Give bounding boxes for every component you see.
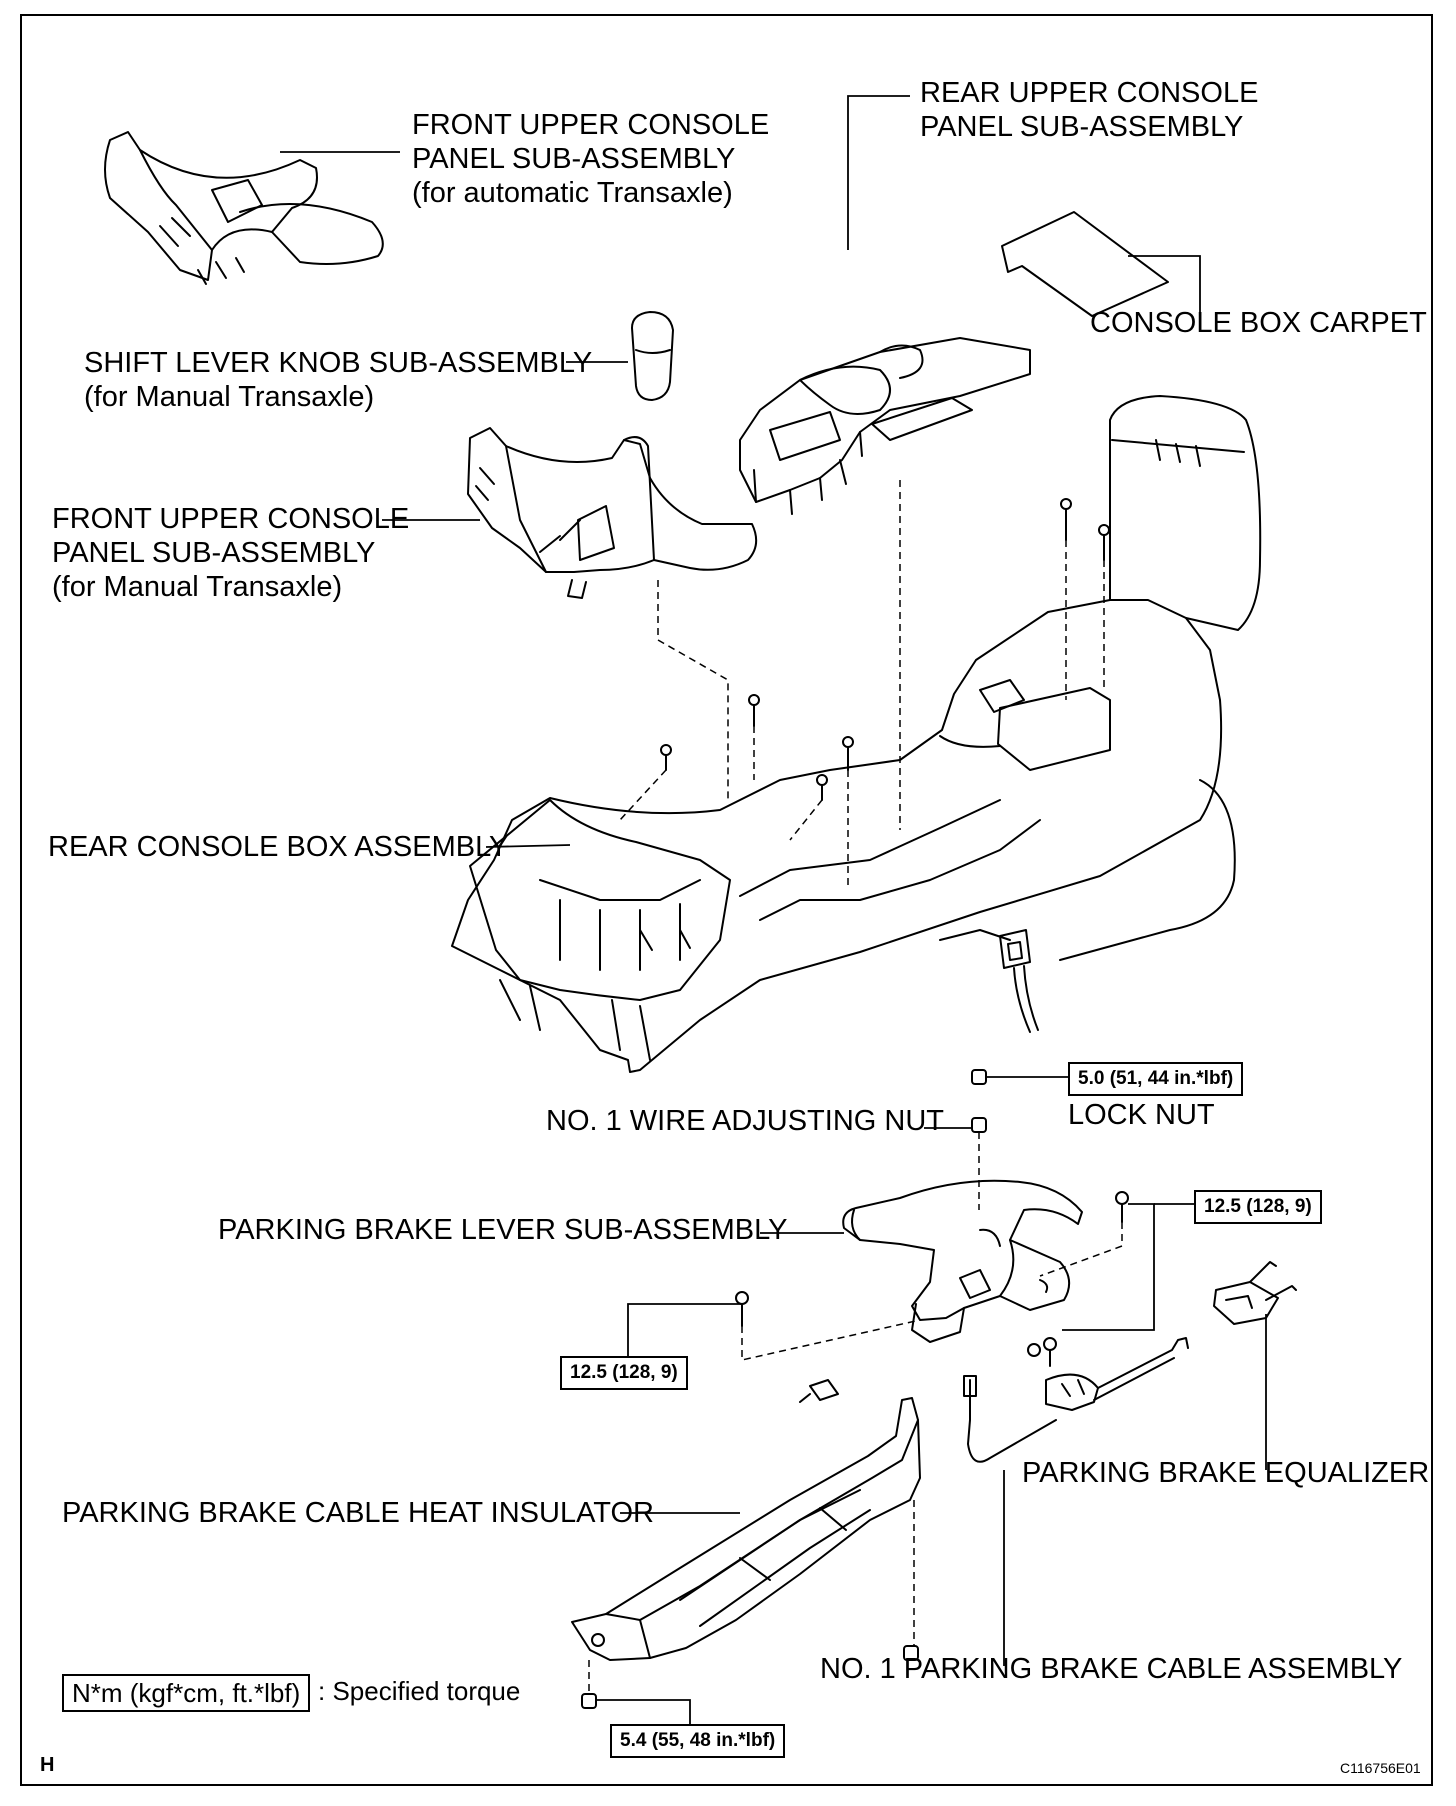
label-line: REAR UPPER CONSOLE — [920, 77, 1259, 109]
label-line: FRONT UPPER CONSOLE — [52, 503, 410, 535]
label-line: (for automatic Transaxle) — [412, 177, 733, 209]
rear-console-box-part — [451, 395, 1262, 1073]
label-line: PANEL SUB-ASSEMBLY — [412, 143, 736, 175]
label-rear-console-box: REAR CONSOLE BOX ASSEMBLY — [48, 831, 509, 863]
label-rear-upper-console: REAR UPPER CONSOLE PANEL SUB-ASSEMBLY — [920, 76, 1258, 144]
legend-description: : Specified torque — [318, 1676, 521, 1706]
label-parking-brake-lever: PARKING BRAKE LEVER SUB-ASSEMBLY — [218, 1214, 788, 1246]
label-wire-adjusting-nut: NO. 1 WIRE ADJUSTING NUT — [546, 1105, 944, 1137]
heat-insulator-part — [571, 1397, 921, 1661]
connector-part — [999, 929, 1039, 1033]
torque-lever-left: 12.5 (128, 9) — [560, 1356, 688, 1390]
label-line: PANEL SUB-ASSEMBLY — [52, 537, 376, 569]
small-clip-part — [799, 1379, 839, 1403]
corner-letter: H — [40, 1754, 55, 1776]
label-parking-brake-equalizer: PARKING BRAKE EQUALIZER — [1022, 1457, 1430, 1489]
label-front-upper-manual: FRONT UPPER CONSOLE PANEL SUB-ASSEMBLY (… — [52, 502, 409, 604]
label-shift-lever-knob: SHIFT LEVER KNOB SUB-ASSEMBLY (for Manua… — [84, 346, 592, 414]
label-line: (for Manual Transaxle) — [84, 381, 375, 413]
console-box-carpet-part — [1001, 211, 1169, 317]
lever-bolts — [581, 1191, 1129, 1709]
label-front-upper-auto: FRONT UPPER CONSOLE PANEL SUB-ASSEMBLY (… — [412, 108, 769, 210]
label-lock-nut: LOCK NUT — [1068, 1099, 1215, 1131]
front-upper-console-auto-part — [104, 131, 384, 285]
label-line: SHIFT LEVER KNOB SUB-ASSEMBLY — [84, 347, 593, 379]
figure-frame — [20, 14, 1433, 1786]
parking-brake-cable-part — [963, 1375, 1057, 1463]
equalizer-clip-part — [1213, 1261, 1297, 1325]
torque-lever-right: 12.5 (128, 9) — [1194, 1190, 1322, 1224]
label-cable-assembly: NO. 1 PARKING BRAKE CABLE ASSEMBLY — [820, 1653, 1403, 1685]
figure-code: C116756E01 — [1340, 1760, 1421, 1776]
console-screws — [660, 498, 1110, 801]
rear-upper-console-part — [739, 337, 1031, 515]
lock-nuts — [971, 1069, 987, 1133]
parking-brake-lever-part — [842, 1179, 1083, 1343]
label-console-box-carpet: CONSOLE BOX CARPET — [1090, 307, 1427, 339]
label-line: (for Manual Transaxle) — [52, 571, 343, 603]
legend-unit-box: N*m (kgf*cm, ft.*lbf) — [62, 1674, 311, 1712]
label-line: FRONT UPPER CONSOLE — [412, 109, 770, 141]
shift-knob-part — [631, 311, 674, 401]
label-line: PANEL SUB-ASSEMBLY — [920, 111, 1244, 143]
torque-insulator: 5.4 (55, 48 in.*lbf) — [610, 1724, 786, 1758]
parking-brake-equalizer-part — [1045, 1337, 1189, 1411]
torque-lock-nut: 5.0 (51, 44 in.*lbf) — [1068, 1062, 1244, 1096]
front-upper-console-manual-part — [467, 427, 758, 599]
label-heat-insulator: PARKING BRAKE CABLE HEAT INSULATOR — [62, 1497, 654, 1529]
